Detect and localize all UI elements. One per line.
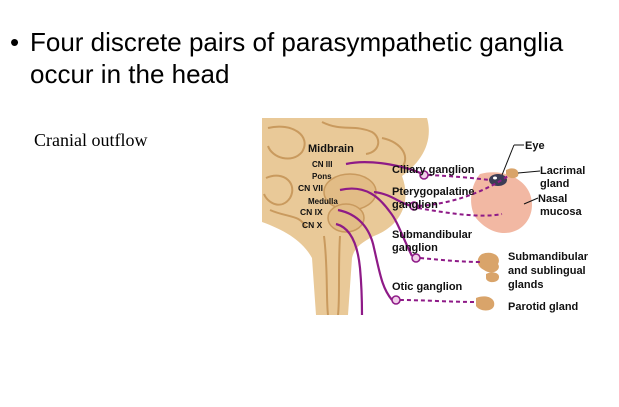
label-midbrain: Midbrain	[308, 143, 354, 155]
label-medulla: Medulla	[308, 197, 338, 206]
lacrimal-leader	[517, 170, 541, 174]
parotid-gland-shape	[476, 296, 495, 311]
label-glands: Submandibular	[508, 251, 589, 263]
nerve-cn3	[345, 161, 423, 175]
caption-cranial-outflow: Cranial outflow	[34, 130, 148, 150]
postganglionic-otic	[399, 299, 477, 303]
label-glands-2: and sublingual	[508, 265, 586, 277]
label-nasal: Nasal	[538, 193, 567, 205]
label-nasal-2: mucosa	[540, 206, 582, 218]
label-eye: Eye	[525, 140, 545, 152]
lacrimal-gland-shape	[506, 168, 519, 179]
nerve-cn9	[337, 208, 393, 301]
label-pons: Pons	[312, 172, 332, 181]
brainstem-shading	[323, 235, 329, 315]
label-cn9: CN IX	[300, 207, 323, 217]
eye-leader	[501, 144, 515, 176]
label-cn10: CN X	[302, 220, 323, 230]
eye-highlight	[493, 176, 497, 180]
cranial-outflow-figure: Midbrain CN III Pons CN VII Medulla CN I…	[262, 118, 602, 315]
brain-fold	[263, 174, 294, 206]
label-lacrimal: Lacrimal	[540, 165, 585, 177]
brain-fold	[321, 121, 380, 155]
label-cn7: CN VII	[298, 183, 323, 193]
postganglionic-submandibular	[419, 257, 483, 263]
figure-svg: Midbrain CN III Pons CN VII Medulla CN I…	[262, 118, 589, 315]
label-lacrimal-2: gland	[540, 178, 569, 190]
bullet-text: Four discrete pairs of parasympathetic g…	[30, 27, 564, 89]
label-cn3: CN III	[312, 160, 332, 169]
sublingual-gland-shape	[486, 272, 500, 283]
submandibular-gland-shape	[477, 252, 499, 273]
eye-shape	[489, 174, 507, 186]
brain-fold	[269, 209, 307, 229]
label-pterygopalatine-2: ganglion	[392, 199, 438, 211]
label-submandibular-2: ganglion	[392, 242, 438, 254]
label-pterygopalatine: Pterygopalatine	[392, 186, 475, 198]
nerve-lines	[335, 161, 423, 315]
postganglionic-lacrimal	[417, 175, 509, 207]
postganglionic-ciliary	[427, 174, 491, 181]
medulla-bulge	[327, 203, 365, 233]
nasal-leader	[523, 197, 539, 205]
label-submandibular: Submandibular	[392, 229, 473, 241]
submandibular-ganglion	[411, 253, 421, 263]
bullet-marker: •	[10, 27, 20, 57]
brainstem-shading	[337, 235, 341, 315]
brain-fold	[267, 125, 306, 160]
label-glands-3: glands	[508, 279, 543, 291]
nerve-cn10	[335, 222, 364, 315]
label-ciliary-ganglion: Ciliary ganglion	[392, 164, 475, 176]
postganglionic-nasal	[417, 207, 503, 217]
label-otic-ganglion: Otic ganglion	[392, 281, 463, 293]
otic-ganglion	[391, 295, 401, 305]
nerve-cn7	[339, 187, 413, 257]
nerve-cn7-branch	[373, 190, 413, 208]
label-parotid: Parotid gland	[508, 301, 578, 313]
